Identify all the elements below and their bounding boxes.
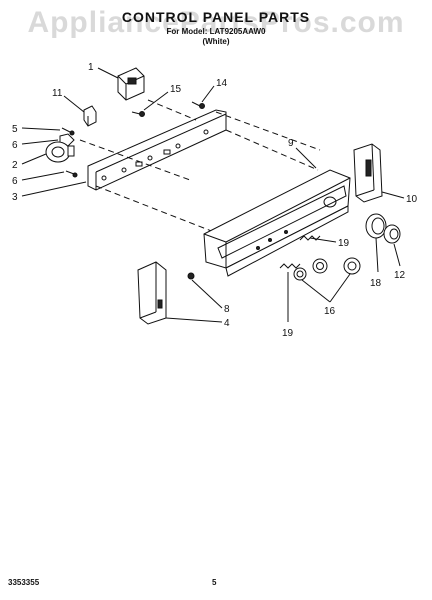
part-button-knob-c — [343, 257, 361, 275]
part-end-cap-right — [353, 143, 383, 203]
diagram-title: CONTROL PANEL PARTS — [121, 9, 311, 25]
callout-9: 9 — [288, 138, 294, 149]
callout-8: 8 — [224, 304, 230, 315]
color-line: (White) — [202, 37, 230, 46]
part-selector-knob — [383, 224, 401, 244]
callout-1: 1 — [88, 62, 94, 73]
part-timer — [45, 141, 75, 163]
callout-10: 10 — [406, 194, 418, 205]
callout-11: 11 — [52, 88, 63, 99]
callout-18: 18 — [370, 278, 382, 289]
assembly-guide-lines — [79, 99, 321, 233]
watermark: AppliancePartsPros.com — [27, 6, 405, 39]
callout-6-lower: 6 — [12, 176, 18, 187]
callout-15: 15 — [170, 84, 182, 95]
part-button-knob-a — [293, 267, 307, 281]
callout-14: 14 — [216, 78, 228, 89]
part-screw-15 — [131, 111, 145, 117]
model-line: For Model: LAT9205AAW0 — [166, 27, 266, 36]
callout-19-lower: 19 — [282, 328, 294, 339]
callout-6-upper: 6 — [12, 140, 18, 151]
part-screw-upper — [61, 127, 75, 136]
part-screw-lower — [65, 170, 78, 178]
document-number: 3353355 — [8, 578, 40, 587]
part-bezel-ring — [365, 213, 387, 239]
part-spring-lower — [279, 263, 301, 269]
part-screw-8 — [187, 272, 195, 280]
callout-19-upper: 19 — [338, 238, 350, 249]
part-control-panel — [203, 169, 351, 277]
callout-12: 12 — [394, 270, 406, 281]
leader-lines — [21, 67, 405, 323]
part-end-cap-left — [137, 261, 167, 325]
part-switch-block — [117, 67, 145, 101]
callout-3: 3 — [12, 192, 18, 203]
part-clip — [83, 105, 97, 127]
callout-16: 16 — [324, 306, 336, 317]
page-number: 5 — [212, 578, 217, 587]
part-button-knob-b — [312, 258, 328, 274]
callout-5: 5 — [12, 124, 18, 135]
part-screw-14 — [191, 101, 205, 109]
callout-4: 4 — [224, 318, 230, 329]
callout-labels: 1 11 15 14 5 6 2 6 3 9 10 19 19 16 18 12… — [12, 62, 418, 339]
callout-2: 2 — [12, 160, 18, 171]
